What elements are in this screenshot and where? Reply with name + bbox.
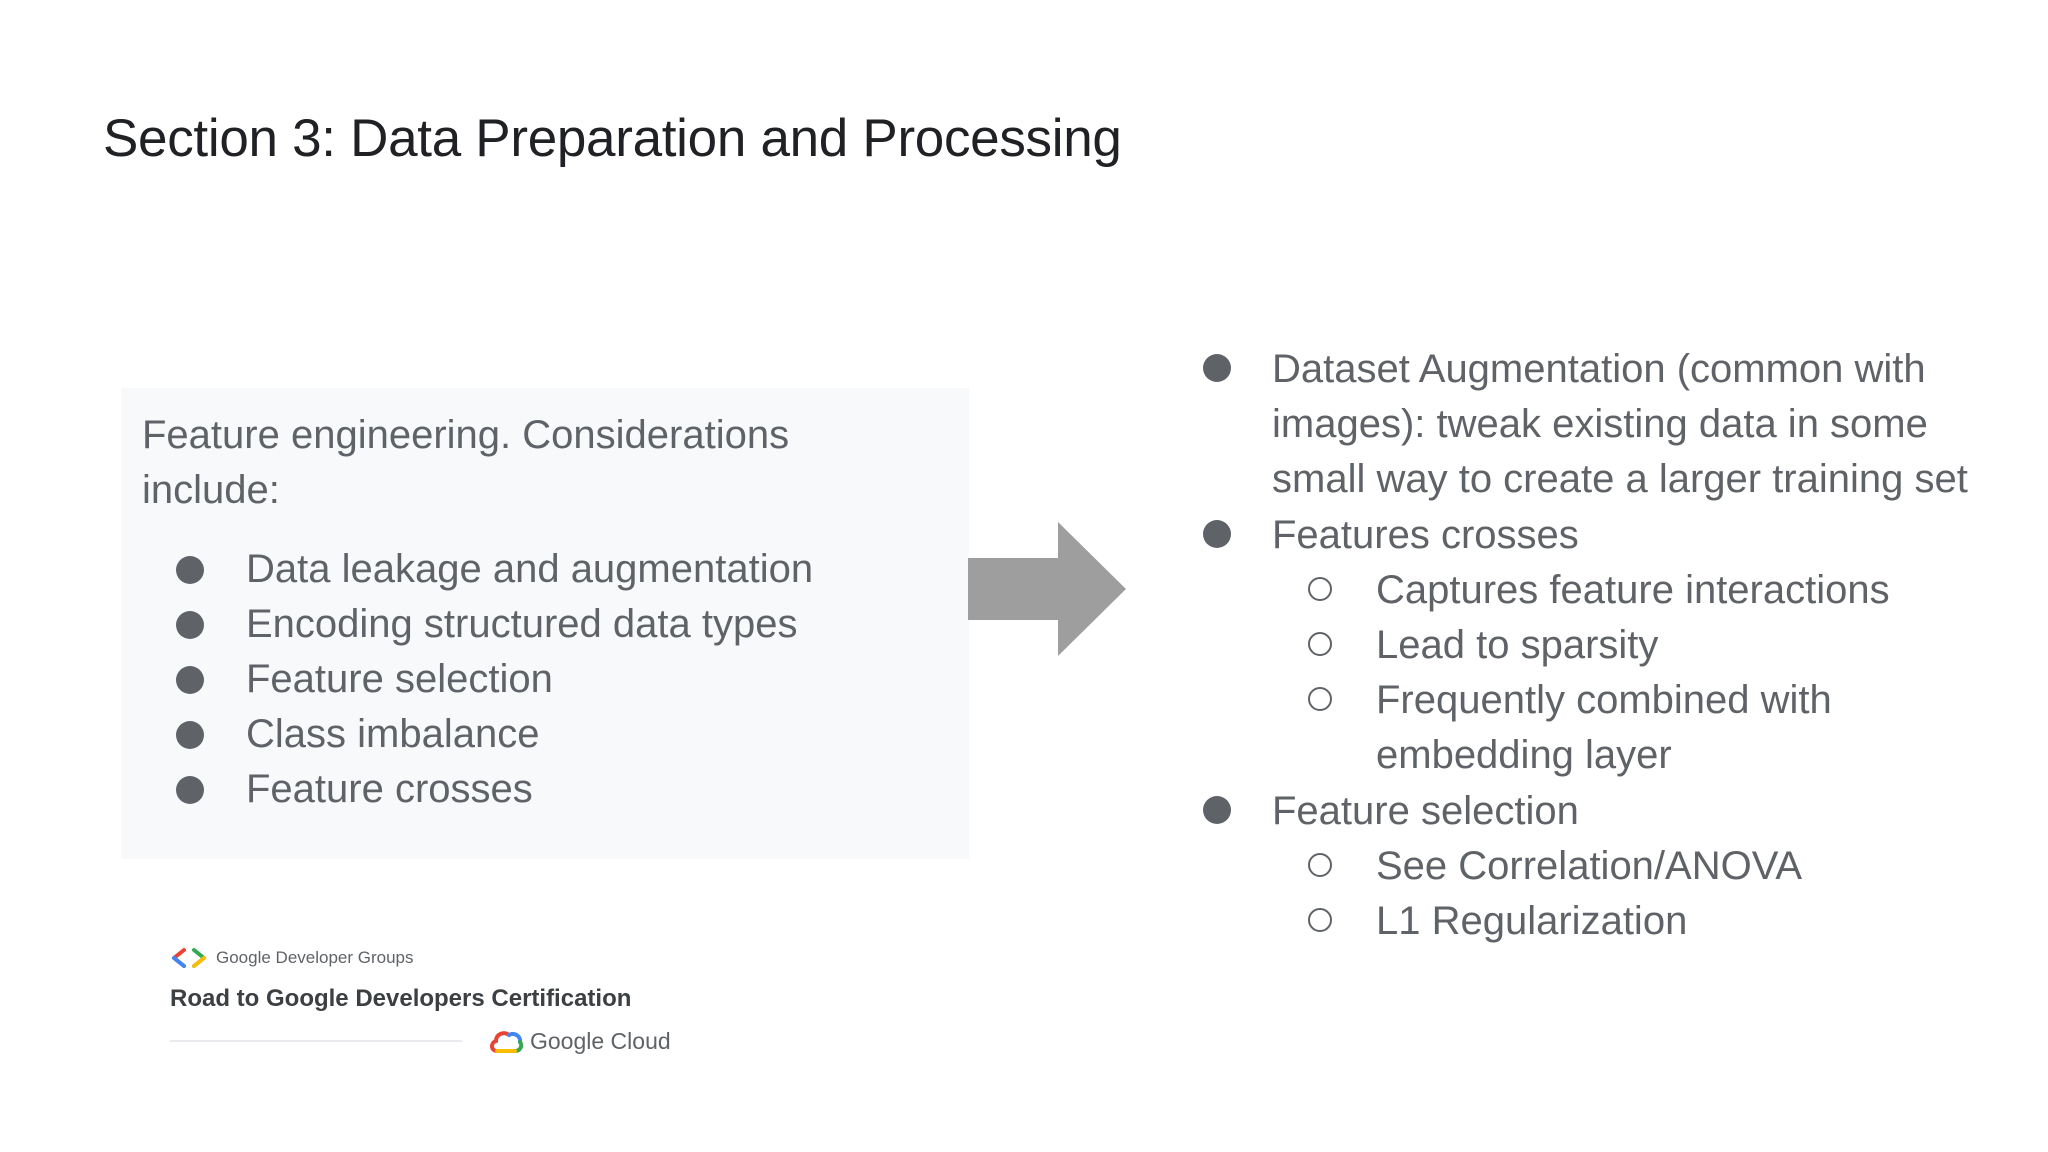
- bullet-ring-icon: [1308, 687, 1332, 711]
- logo-divider: [170, 1040, 462, 1042]
- intro-line-1: Feature engineering. Considerations: [142, 413, 790, 457]
- feature-engineering-intro: Feature engineering. Considerations incl…: [142, 408, 922, 518]
- gdg-chevrons-icon: [172, 948, 206, 968]
- list-item-label: Encoding structured data types: [246, 602, 798, 646]
- bullet-ring-icon: [1308, 577, 1332, 601]
- list-item-label: Feature crosses: [246, 767, 533, 811]
- gdg-row: Google Developer Groups: [170, 945, 414, 971]
- augmentation-line-3: small way to create a larger training se…: [1272, 457, 1968, 501]
- list-item-label: Data leakage and augmentation: [246, 547, 814, 591]
- augmentation-line-1: Dataset Augmentation (common with: [1272, 347, 1926, 391]
- list-item-label: Feature selection: [246, 657, 553, 701]
- google-cloud-icon: [490, 1031, 524, 1053]
- bullet-dot-icon: [176, 611, 204, 639]
- bullet-dot-icon: [1203, 354, 1231, 382]
- bullet-ring-icon: [1308, 632, 1332, 656]
- crosses-sub-2: Lead to sparsity: [1376, 623, 1659, 667]
- bullet-dot-icon: [1203, 520, 1231, 548]
- feature-engineering-box: Feature engineering. Considerations incl…: [121, 388, 969, 859]
- augmentation-line-2: images): tweak existing data in some: [1272, 402, 1928, 446]
- google-cloud-label: Google Cloud: [530, 1027, 671, 1054]
- selection-sub-1: See Correlation/ANOVA: [1376, 844, 1803, 888]
- bullet-dot-icon: [176, 556, 204, 584]
- crosses-sub-3-line-2: embedding layer: [1376, 733, 1672, 777]
- crosses-sub-3-line-1: Frequently combined with: [1376, 678, 1832, 722]
- crosses-sub-1: Captures feature interactions: [1376, 568, 1890, 612]
- bullet-dot-icon: [176, 721, 204, 749]
- selection-sub-2: L1 Regularization: [1376, 899, 1688, 943]
- slide-title: Section 3: Data Preparation and Processi…: [103, 109, 1122, 168]
- bullet-dot-icon: [1203, 796, 1231, 824]
- google-cloud-row: Google Cloud: [488, 1025, 671, 1057]
- features-crosses-label: Features crosses: [1272, 513, 1579, 557]
- bullet-ring-icon: [1308, 853, 1332, 877]
- gdg-label: Google Developer Groups: [216, 948, 414, 967]
- certification-title: Road to Google Developers Certification: [170, 985, 632, 1012]
- bullet-dot-icon: [176, 666, 204, 694]
- bullet-dot-icon: [176, 776, 204, 804]
- feature-selection-label: Feature selection: [1272, 789, 1579, 833]
- branding-logo: Google Developer Groups Road to Google D…: [170, 945, 690, 1060]
- list-item-label: Class imbalance: [246, 712, 540, 756]
- intro-line-2: include:: [142, 468, 280, 512]
- right-arrow-icon: [968, 522, 1126, 656]
- bullet-ring-icon: [1308, 908, 1332, 932]
